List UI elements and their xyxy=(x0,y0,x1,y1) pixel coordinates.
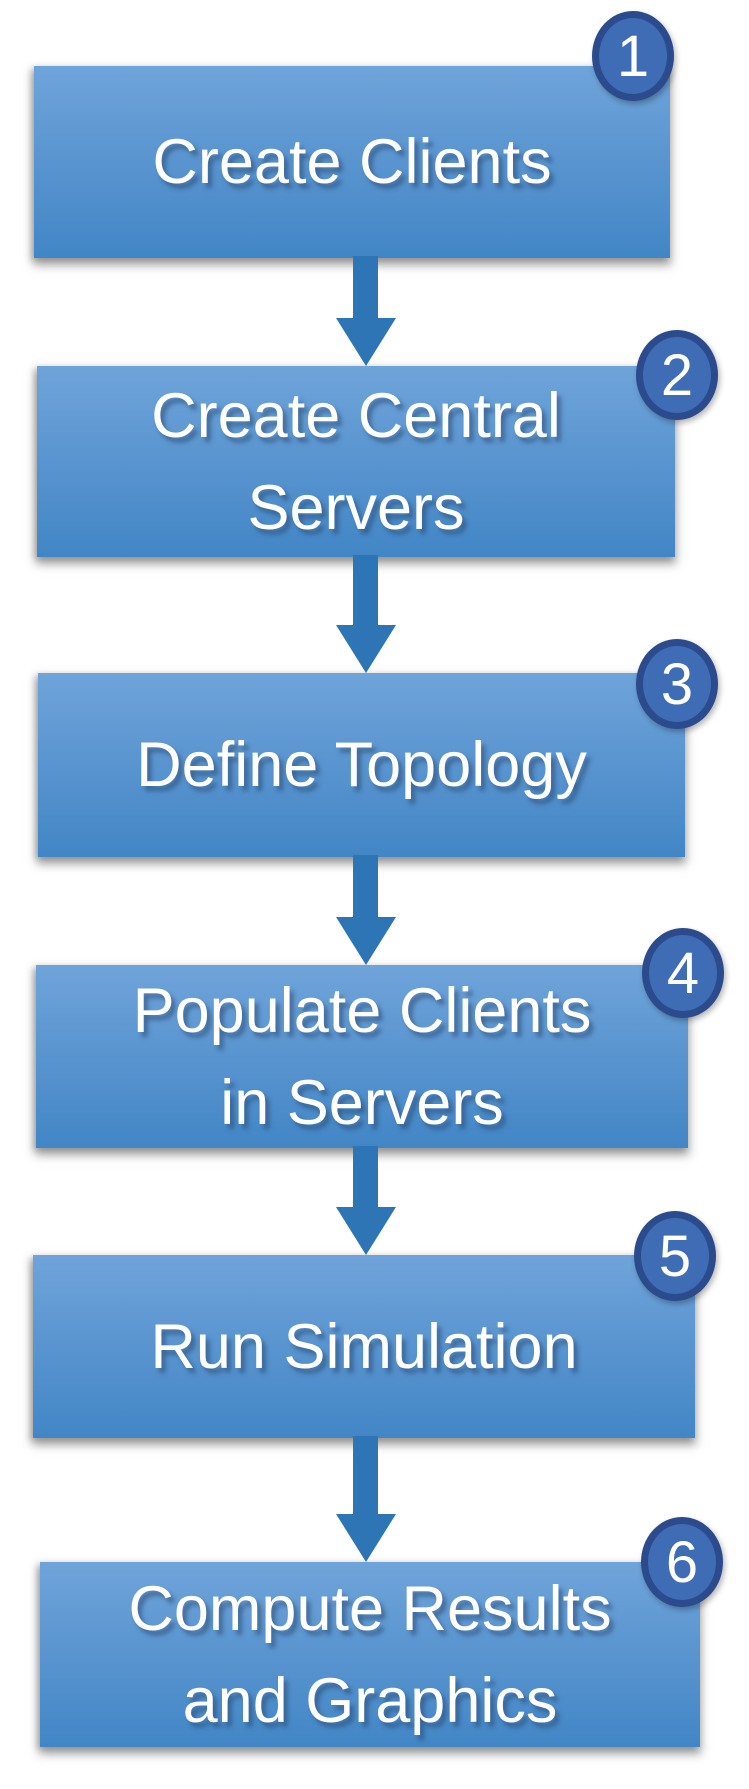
down-arrow-icon xyxy=(336,917,396,965)
step-4-number-badge: 4 xyxy=(642,928,724,1018)
down-arrow-icon xyxy=(353,855,378,917)
down-arrow-icon xyxy=(336,1207,396,1255)
step-2-number-badge: 2 xyxy=(636,330,718,420)
step-3-number: 3 xyxy=(660,651,694,717)
flow-step-4-label-line: in Servers xyxy=(220,1067,504,1138)
flow-step-5-label: Run Simulation xyxy=(150,1311,578,1382)
flow-step-2-box: Create Central Servers xyxy=(37,366,675,557)
down-arrow-icon xyxy=(353,1436,378,1514)
flow-step-3-label: Define Topology xyxy=(136,730,587,800)
flow-step-6-label-line: and Graphics xyxy=(182,1665,558,1736)
flow-step-3-box: Define Topology xyxy=(38,673,685,857)
flow-step-5-box: Run Simulation xyxy=(33,1255,695,1438)
down-arrow-icon xyxy=(336,318,396,366)
step-1-number: 1 xyxy=(616,23,650,89)
flow-step-6-box: Compute Results and Graphics xyxy=(40,1562,700,1747)
step-3-number-badge: 3 xyxy=(636,639,718,729)
step-4-number: 4 xyxy=(666,940,700,1006)
down-arrow-icon xyxy=(353,256,378,318)
flow-step-4-label-line: Populate Clients xyxy=(132,975,592,1046)
flow-step-4-box: Populate Clients in Servers xyxy=(36,965,688,1148)
step-5-number-badge: 5 xyxy=(634,1211,716,1301)
flow-step-1-box: Create Clients xyxy=(34,66,670,258)
step-2-number: 2 xyxy=(660,342,694,408)
down-arrow-icon xyxy=(353,1146,378,1207)
step-5-number: 5 xyxy=(658,1223,692,1289)
flow-step-1-label: Create Clients xyxy=(152,127,552,197)
flow-step-2-label-line: Create Central xyxy=(151,380,561,451)
down-arrow-icon xyxy=(336,625,396,673)
flow-step-2-label-line: Servers xyxy=(247,472,465,543)
down-arrow-icon xyxy=(336,1514,396,1562)
step-6-number-badge: 6 xyxy=(641,1517,723,1607)
down-arrow-icon xyxy=(353,555,378,625)
step-6-number: 6 xyxy=(665,1529,699,1595)
step-1-number-badge: 1 xyxy=(592,11,674,101)
flow-step-6-label-line: Compute Results xyxy=(128,1573,612,1644)
